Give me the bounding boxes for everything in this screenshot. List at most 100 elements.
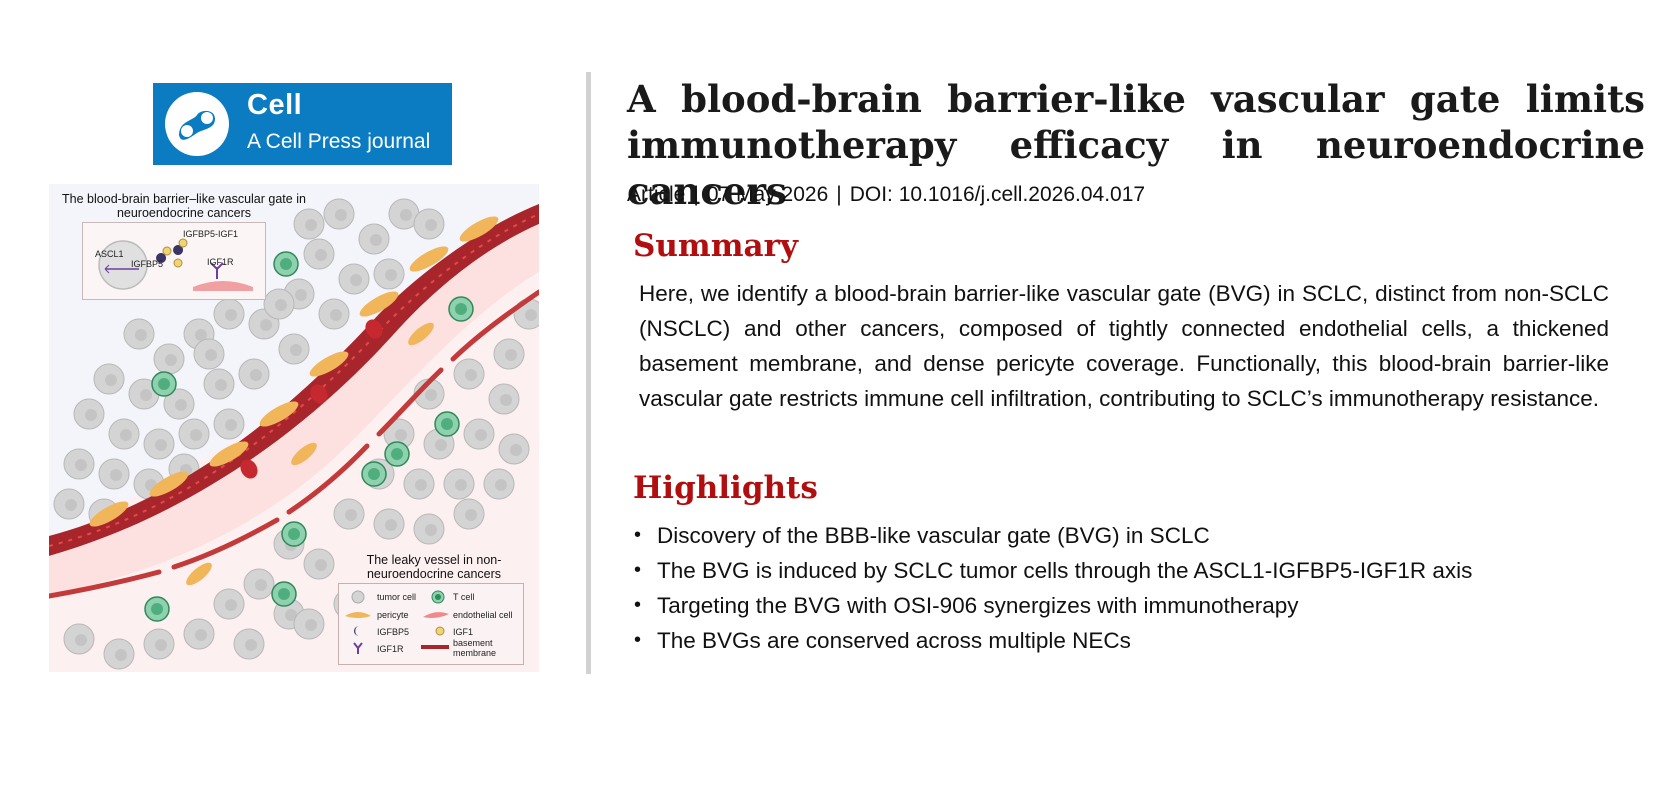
journal-logo[interactable]: Cell A Cell Press journal (153, 83, 452, 165)
pericyte (259, 401, 299, 427)
pericyte (89, 501, 129, 527)
legend-tumor-cell: tumor cell (377, 592, 417, 602)
igf1r-icon (353, 642, 363, 654)
graphical-abstract: The blood-brain barrier–like vascular ga… (49, 184, 539, 672)
tumor-cell (443, 468, 475, 500)
article-meta: Article|07 May 2026|DOI: 10.1016/j.cell.… (627, 183, 1146, 206)
pericyte (359, 291, 399, 317)
tumor-cell (93, 363, 125, 395)
tumor-cell (178, 418, 210, 450)
complex-label: IGFBP5-IGF1 (183, 229, 239, 239)
tumor-cell (403, 468, 435, 500)
legend-igf1r: IGF1R (377, 644, 404, 654)
tumor-cell (213, 408, 245, 440)
legend-igf1: IGF1 (453, 627, 474, 637)
red-blood-cell (310, 384, 328, 404)
column-divider (586, 72, 591, 674)
pericyte (408, 322, 434, 346)
pericyte (186, 562, 212, 586)
tumor-cell (453, 358, 485, 390)
highlights-list: Discovery of the BBB-like vascular gate … (633, 518, 1472, 658)
tumor-cell (153, 343, 185, 375)
leaky-vessel-title: The leaky vessel in non-neuroendocrine c… (366, 553, 502, 581)
article-type: Article (627, 183, 686, 206)
tumor-cell (358, 223, 390, 255)
red-blood-cell (240, 459, 258, 479)
tumor-cell (498, 433, 530, 465)
t-cell-icon (431, 590, 445, 604)
abstract-title: The blood-brain barrier–like vascular ga… (62, 192, 306, 220)
tumor-cell (278, 333, 310, 365)
tumor-cell (413, 208, 445, 240)
tumor-cell (338, 263, 370, 295)
tumor-cell (143, 428, 175, 460)
legend-pericyte: pericyte (377, 610, 409, 620)
vascular-gate-wall (49, 204, 539, 556)
tumor-cell (233, 628, 265, 660)
tumor-cell (183, 618, 215, 650)
tumor-cell (63, 448, 95, 480)
tumor-cell-icon (351, 590, 365, 604)
vessel-lumen (49, 224, 539, 594)
tumor-cell (263, 288, 295, 320)
pericyte (209, 441, 249, 467)
t-cell (281, 521, 307, 547)
tumor-cell (293, 208, 325, 240)
cell-press-logo-icon (165, 92, 229, 156)
tumor-cell-cluster (53, 198, 539, 670)
tumor-cell (243, 568, 275, 600)
tumor-cell (213, 298, 245, 330)
mechanism-diagram (98, 238, 253, 291)
highlight-item: The BVGs are conserved across multiple N… (633, 623, 1472, 658)
tumor-cell (333, 498, 365, 530)
red-blood-cell (365, 319, 383, 339)
tumor-cell (318, 298, 350, 330)
pericyte (149, 471, 189, 497)
tumor-cell (203, 368, 235, 400)
igfbp5-label: IGFBP5 (131, 259, 164, 269)
summary-heading: Summary (633, 228, 798, 264)
endothelial-cell-icon (423, 612, 449, 618)
t-cell (361, 461, 387, 487)
tumor-cell (303, 238, 335, 270)
mechanism-inset: ASCL1 IGFBP5 IGFBP5-IGF1 IGF1R (82, 222, 266, 300)
tumor-cell (373, 508, 405, 540)
tumor-cell (103, 638, 135, 670)
highlight-item: Targeting the BVG with OSI-906 synergize… (633, 588, 1472, 623)
tumor-cell (293, 608, 325, 640)
igf1r-label: IGF1R (207, 257, 234, 267)
ascl1-label: ASCL1 (95, 249, 124, 259)
tumor-cell (493, 338, 525, 370)
legend-igfbp5: IGFBP5 (377, 627, 410, 637)
highlights-heading: Highlights (633, 470, 818, 506)
t-cell (271, 581, 297, 607)
legend-basement-membrane: basement membrane (453, 638, 497, 658)
pericyte (459, 216, 499, 242)
highlight-item: The BVG is induced by SCLC tumor cells t… (633, 553, 1472, 588)
tumor-cell (123, 318, 155, 350)
pericyte (309, 351, 349, 377)
tumor-cell (488, 383, 520, 415)
t-cell-group (144, 251, 474, 622)
tumor-cell (323, 198, 355, 230)
basement-membrane-icon (421, 645, 449, 649)
tumor-cell (98, 458, 130, 490)
tumor-cell (108, 418, 140, 450)
article-date: 07 May 2026 (706, 183, 829, 206)
highlight-item: Discovery of the BBB-like vascular gate … (633, 518, 1472, 553)
red-blood-cells (240, 319, 383, 479)
article-doi[interactable]: DOI: 10.1016/j.cell.2026.04.017 (849, 183, 1146, 206)
igfbp5-icon (354, 626, 359, 636)
journal-name: Cell (247, 89, 303, 121)
pericyte-group (89, 216, 499, 586)
legend-endothelial-cell: endothelial cell (453, 610, 513, 620)
tumor-cell (53, 488, 85, 520)
pericyte-icon (345, 612, 371, 618)
tumor-cell (413, 513, 445, 545)
pericyte (291, 442, 317, 466)
t-cell (384, 441, 410, 467)
tumor-cell (143, 628, 175, 660)
legend-t-cell: T cell (453, 592, 475, 602)
tumor-cell (303, 548, 335, 580)
summary-text: Here, we identify a blood-brain barrier-… (639, 281, 1609, 411)
